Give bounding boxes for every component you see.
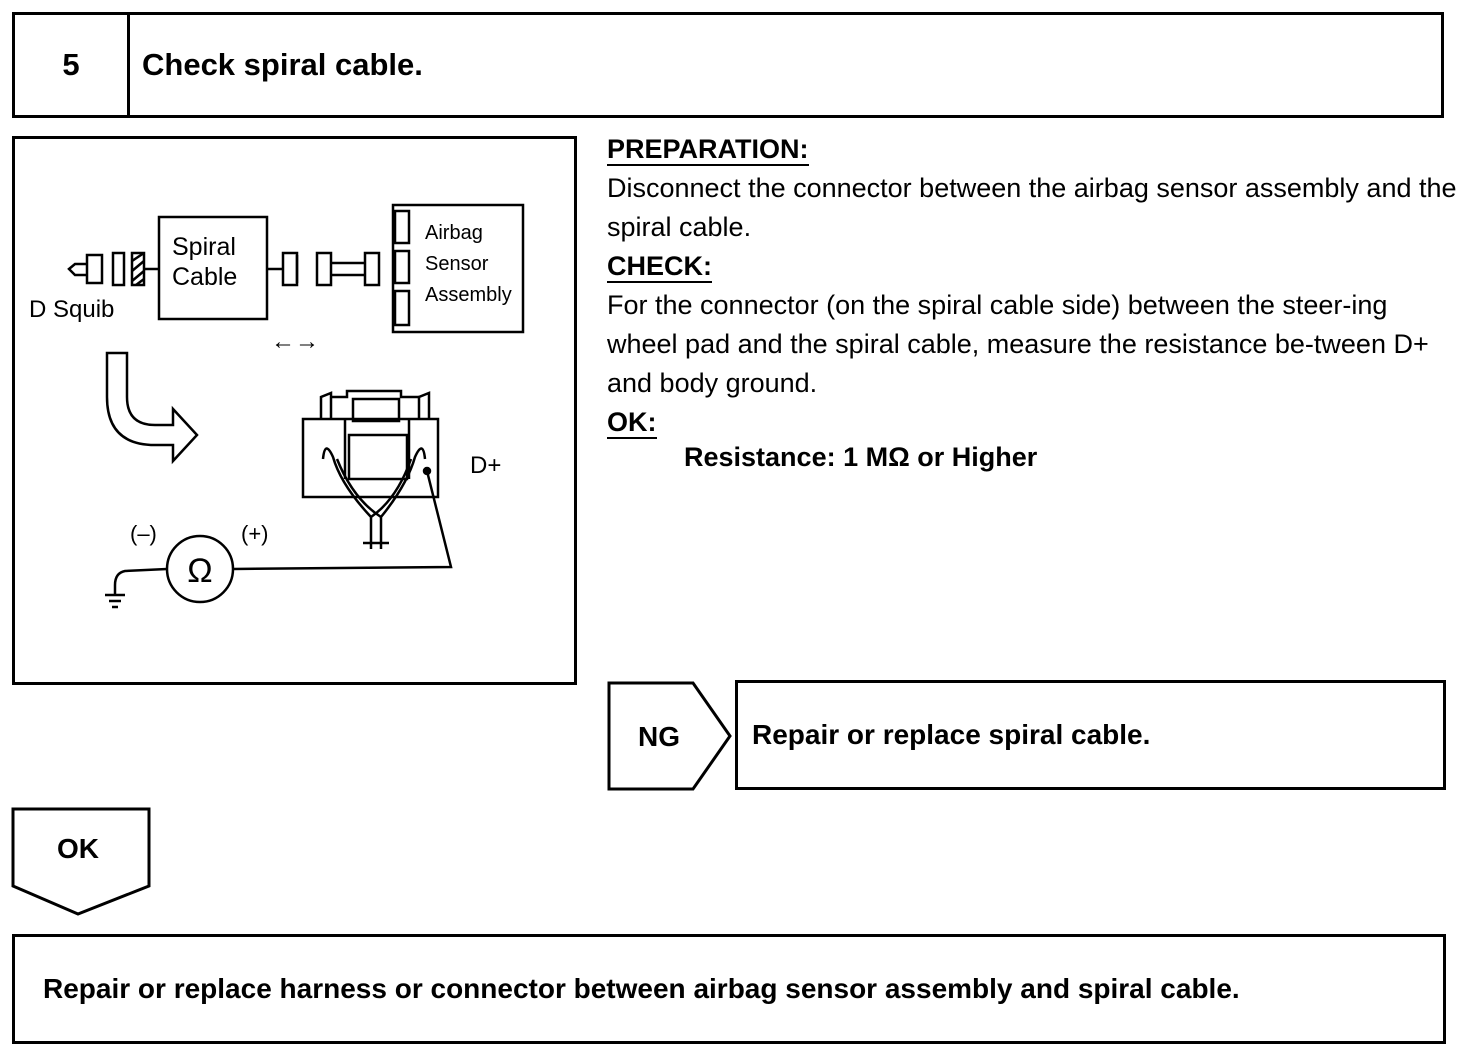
ok-heading: OK: (607, 407, 657, 439)
squib-plug-icon (67, 262, 87, 277)
instructions: PREPARATION: Disconnect the connector be… (607, 130, 1457, 477)
check-heading: CHECK: (607, 251, 712, 283)
terminal-connector-icon (301, 417, 440, 499)
ok-label: OK (57, 833, 99, 864)
plus-label: (+) (241, 521, 269, 546)
d-plus-label: D+ (470, 452, 501, 479)
wiring-diagram: Spiral Cable Airbag Sensor Assembly D Sq… (12, 136, 577, 685)
bent-arrow-icon (105, 351, 199, 465)
preparation-heading: PREPARATION: (607, 134, 809, 166)
ohm-symbol: Ω (187, 552, 212, 590)
step-number: 5 (15, 15, 130, 115)
step-title: Check spiral cable. (142, 47, 423, 82)
ok-arrow-shape: OK (11, 807, 151, 916)
ok-spec: Resistance: 1 MΩ or Higher (684, 442, 1038, 472)
ok-tag: OK (10, 806, 152, 918)
diagram-drawing: Spiral Cable Airbag Sensor Assembly D Sq… (29, 203, 525, 609)
ng-tag: NG (607, 680, 733, 792)
spiral-cable-label-line1: Spiral (172, 233, 236, 261)
spiral-cable-label-line2: Cable (172, 263, 237, 291)
airbag-label-line3: Assembly (425, 284, 512, 306)
airbag-label-line1: Airbag (425, 222, 483, 244)
check-text: For the connector (on the spiral cable s… (607, 290, 1429, 398)
squib-connector-icon (85, 253, 104, 285)
airbag-label-line2: Sensor (425, 253, 489, 275)
preparation-text: Disconnect the connector between the air… (607, 173, 1457, 242)
ok-result-box: Repair or replace harness or connector b… (12, 934, 1446, 1044)
minus-label: (–) (130, 521, 157, 546)
step-header: 5 Check spiral cable. (12, 12, 1444, 118)
d-squib-label: D Squib (29, 296, 114, 323)
ok-action-text: Repair or replace harness or connector b… (43, 973, 1240, 1004)
ng-result-box: Repair or replace spiral cable. (735, 680, 1446, 790)
ng-label: NG (638, 721, 680, 752)
disconnect-arrows: ←→ (271, 328, 319, 355)
airbag-sensor-assembly-box (391, 203, 525, 334)
ng-action-text: Repair or replace spiral cable. (752, 719, 1151, 750)
ng-arrow-shape: NG (607, 681, 732, 791)
